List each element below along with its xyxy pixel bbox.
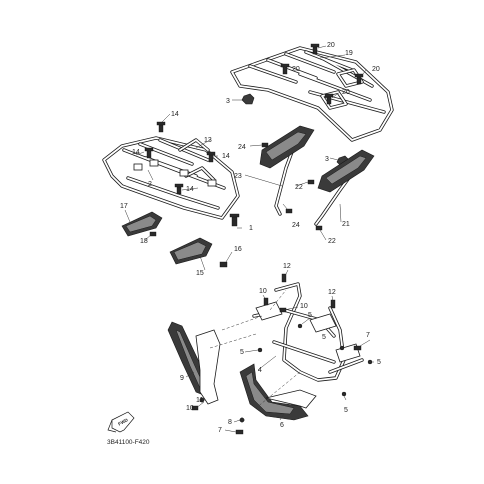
- callout-22: 22: [328, 238, 336, 245]
- callout-17: 17: [120, 203, 128, 210]
- callout-21: 21: [342, 221, 350, 228]
- callout-13: 13: [204, 137, 212, 144]
- bolt-12-right: [330, 299, 336, 309]
- callout-15: 15: [196, 270, 204, 277]
- callout-23: 23: [234, 173, 242, 180]
- callout-6: 6: [280, 422, 284, 429]
- bolt-18: [149, 231, 157, 237]
- callout-16: 16: [234, 246, 242, 253]
- nut-5-c: [339, 345, 345, 351]
- bolt-1: [231, 215, 238, 227]
- collar-2: [133, 163, 143, 171]
- nut-5-b: [257, 347, 263, 353]
- guard-bracket-left: [255, 301, 283, 321]
- callout-7: 7: [218, 427, 222, 434]
- callout-20: 20: [372, 66, 380, 73]
- washer-11: [199, 397, 205, 403]
- callout-12: 12: [283, 263, 291, 270]
- callout-10: 10: [186, 405, 194, 412]
- callout-7: 7: [366, 332, 370, 339]
- callout-9: 9: [180, 375, 184, 382]
- callout-labels: 20 20 20 20 19 3 3 24 23 22 24 22 21 14 …: [120, 42, 381, 434]
- callout-14: 14: [171, 111, 179, 118]
- callout-5: 5: [308, 312, 312, 319]
- callout-3: 3: [226, 98, 230, 105]
- bolt-22-upper: [307, 179, 315, 185]
- callout-14: 14: [132, 149, 140, 156]
- callout-4: 4: [258, 367, 262, 374]
- diagram-code: 3B41100-F420: [107, 439, 150, 446]
- nut-5-d: [367, 359, 373, 365]
- bolt-7-lower: [235, 429, 244, 435]
- guard-bracket-center: [309, 313, 337, 333]
- callout-5: 5: [344, 407, 348, 414]
- washer-8: [239, 417, 245, 423]
- bolt-10-mid: [279, 307, 287, 313]
- callout-10: 10: [259, 288, 267, 295]
- callout-5: 5: [322, 334, 326, 341]
- callout-5: 5: [377, 359, 381, 366]
- guard-panel-6: [239, 363, 317, 421]
- fwd-label: FWD: [117, 417, 129, 427]
- callout-14: 14: [186, 186, 194, 193]
- callout-2: 2: [148, 181, 152, 188]
- nut-3-left: [241, 93, 255, 105]
- callout-20: 20: [342, 89, 350, 96]
- callout-24: 24: [292, 222, 300, 229]
- bolt-12-left: [281, 273, 287, 283]
- callout-24: 24: [238, 144, 246, 151]
- nut-5-e: [341, 391, 347, 397]
- bolt-7-right: [353, 345, 362, 351]
- bolt-20-group: [280, 43, 364, 105]
- callout-19: 19: [345, 50, 353, 57]
- callout-5: 5: [240, 349, 244, 356]
- callout-11: 11: [196, 397, 203, 404]
- bolt-10-upper: [263, 297, 269, 306]
- callout-14: 14: [222, 153, 230, 160]
- bolt-10-lower: [191, 405, 199, 411]
- callout-22: 22: [295, 184, 303, 191]
- callout-12: 12: [328, 289, 336, 296]
- leader-lines: [124, 45, 374, 433]
- bolt-24-lower: [285, 208, 293, 214]
- bolt-16: [219, 261, 228, 268]
- bolt-22-lower: [315, 225, 323, 231]
- callout-20: 20: [327, 42, 335, 49]
- callout-20: 20: [292, 66, 300, 73]
- nut-5-a: [297, 323, 303, 329]
- callout-18: 18: [140, 238, 148, 245]
- callout-8: 8: [228, 419, 232, 426]
- callout-10: 10: [300, 303, 308, 310]
- rear-carrier-rack: [230, 46, 394, 142]
- callout-3: 3: [325, 156, 329, 163]
- guard-panel-9: [167, 321, 221, 405]
- front-guard-frame: [252, 282, 364, 382]
- fwd-arrow-icon: FWD: [107, 411, 135, 433]
- callout-1: 1: [249, 225, 253, 232]
- bolt-24-upper: [261, 142, 269, 148]
- front-carrier-rack: [102, 136, 240, 220]
